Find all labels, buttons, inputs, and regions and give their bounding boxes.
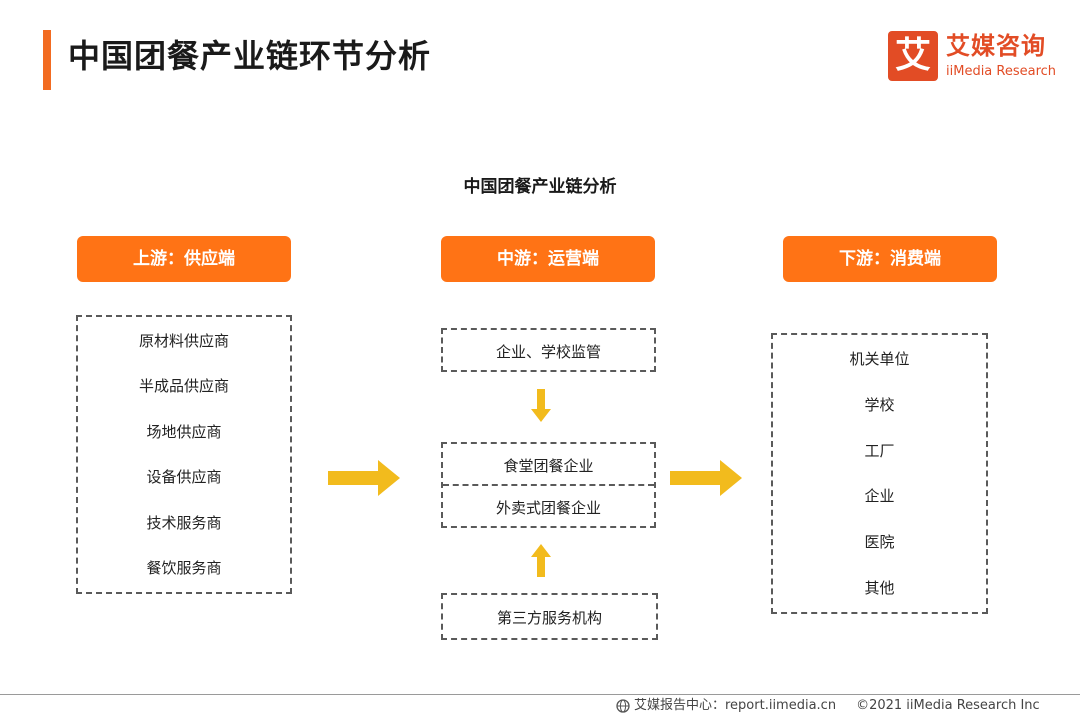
downstream-item: 机关单位 <box>849 350 910 368</box>
footer-divider <box>0 694 1080 695</box>
upstream-item: 设备供应商 <box>146 468 222 487</box>
upstream-item: 技术服务商 <box>146 513 222 532</box>
downstream-item: 工厂 <box>864 441 895 460</box>
operator-divider <box>443 484 654 486</box>
upstream-header: 上游：供应端 <box>77 236 291 282</box>
footer: 艾媒报告中心：report.iimedia.cn ©2021 iiMedia Re… <box>616 697 1040 715</box>
regulation-box: 企业、学校监管 <box>441 328 656 372</box>
downstream-item: 学校 <box>864 395 895 414</box>
footer-copyright: ©2021 iiMedia Research Inc <box>856 698 1040 713</box>
footer-source[interactable]: 艾媒报告中心：report.iimedia.cn <box>634 698 837 713</box>
logo-name-cn: 艾媒咨询 <box>946 32 1046 60</box>
downstream-item: 其他 <box>864 578 895 597</box>
right-arrow-icon <box>670 460 742 496</box>
upstream-item: 半成品供应商 <box>138 377 229 396</box>
takeaway-label: 外卖式团餐企业 <box>495 499 601 517</box>
up-arrow-icon <box>531 544 551 577</box>
logo-name-en: iiMedia Research <box>946 64 1057 79</box>
upstream-item: 餐饮服务商 <box>146 558 222 577</box>
canteen-label: 食堂团餐企业 <box>503 457 594 475</box>
title-accent-bar <box>43 30 51 90</box>
right-arrow-icon <box>328 460 400 496</box>
regulation-label: 企业、学校监管 <box>495 343 601 361</box>
third-party-box: 第三方服务机构 <box>441 593 658 640</box>
third-party-label: 第三方服务机构 <box>496 609 602 627</box>
downstream-header: 下游：消费端 <box>783 236 997 282</box>
page-title: 中国团餐产业链环节分析 <box>68 37 432 75</box>
brand-logo: 艾 艾媒咨询 iiMedia Research <box>888 31 1068 83</box>
diagram-title: 中国团餐产业链分析 <box>463 177 617 197</box>
downstream-item: 企业 <box>864 487 895 506</box>
upstream-list: 原材料供应商 半成品供应商 场地供应商 设备供应商 技术服务商 餐饮服务商 <box>76 315 292 594</box>
logo-mark-icon: 艾 <box>888 31 938 81</box>
downstream-list: 机关单位 学校 工厂 企业 医院 其他 <box>771 333 988 614</box>
operator-box: 食堂团餐企业 外卖式团餐企业 <box>441 442 656 528</box>
globe-icon <box>616 698 630 713</box>
midstream-header: 中游：运营端 <box>441 236 655 282</box>
upstream-item: 原材料供应商 <box>138 332 229 350</box>
down-arrow-icon <box>531 389 551 422</box>
upstream-item: 场地供应商 <box>146 422 222 441</box>
downstream-item: 医院 <box>864 533 895 552</box>
